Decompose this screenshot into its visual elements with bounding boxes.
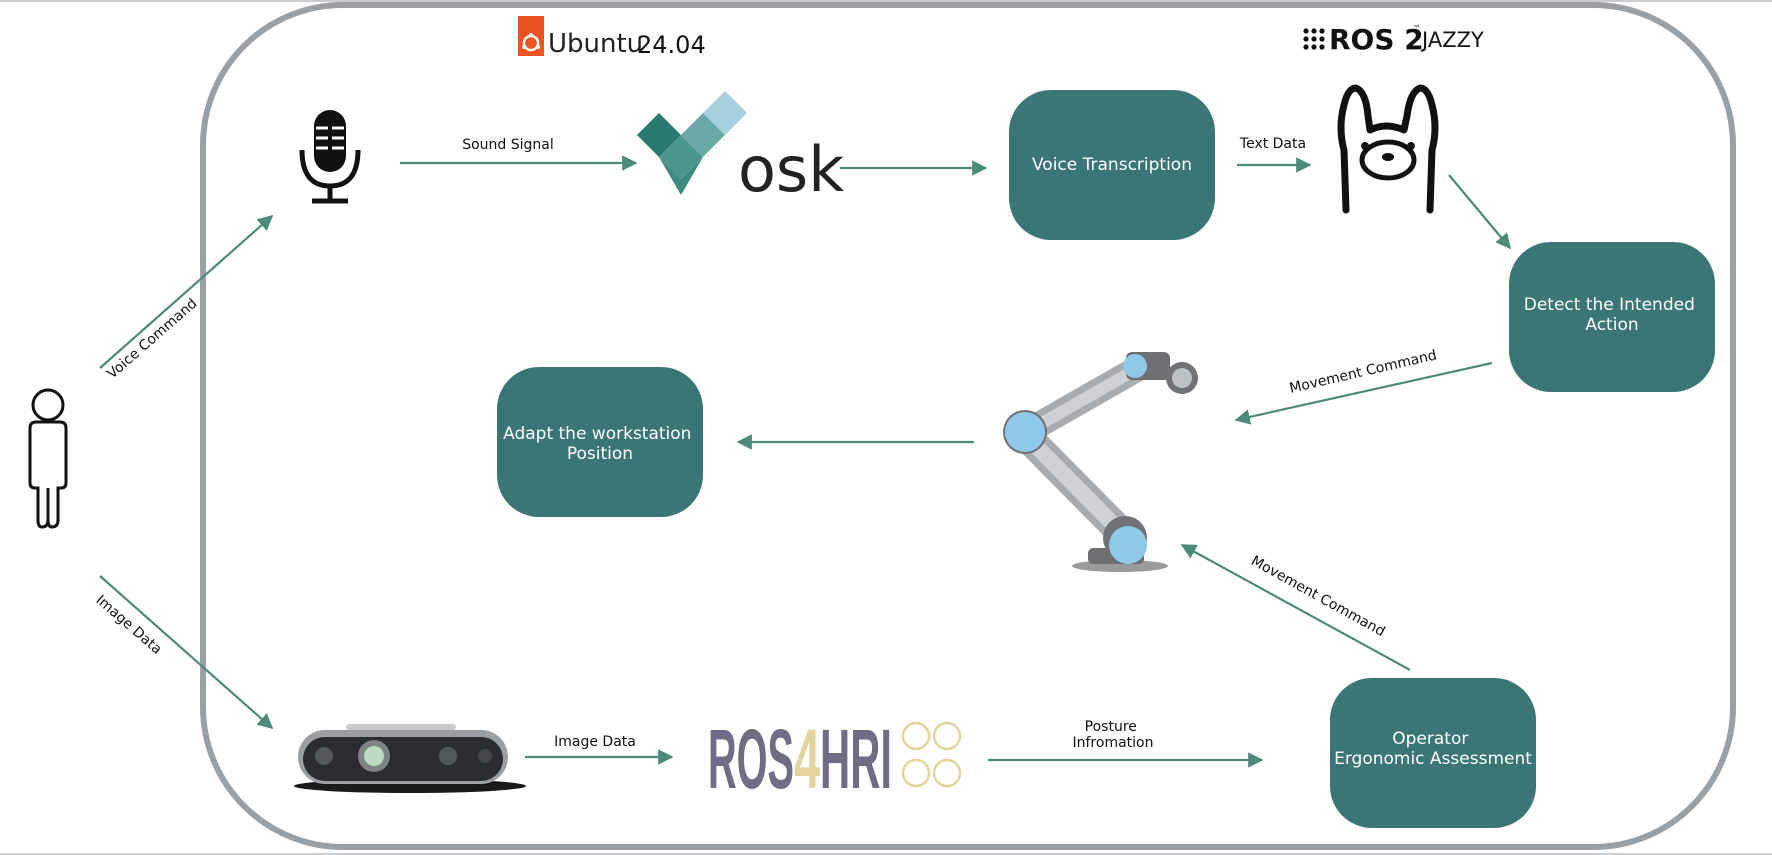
arrow-detect-to-robot (1234, 361, 1493, 425)
ros-name: ROS 2 (1329, 23, 1424, 56)
label-image-data: Image Data (554, 734, 636, 750)
label-text-data: Text Data (1239, 136, 1306, 152)
voice-transcription-label: Voice Transcription (1032, 155, 1192, 175)
ros-trademark: ™ (1413, 24, 1421, 33)
person-icon (28, 388, 68, 529)
adapt-workstation-box: Adapt the workstation Position (497, 367, 703, 517)
ros4hri-left: ROS (708, 712, 794, 806)
ros4hri-four: 4 (794, 712, 820, 806)
system-boundary (200, 2, 1736, 850)
detect-intended-action-box: Detect the Intended Action (1509, 242, 1715, 392)
ubuntu-name: Ubuntu (548, 29, 643, 59)
label-movement-command-top: Movement Command (1288, 347, 1438, 396)
vosk-text: osk (738, 133, 844, 206)
ros-distro: JAZZY (1420, 28, 1484, 52)
ros-dots-icon (1303, 28, 1325, 50)
label-movement-command-bottom: Movement Command (1248, 553, 1387, 640)
arrow-person-to-camera (99, 575, 274, 730)
ros4hri-logo: ROS 4 HRI (708, 712, 962, 806)
ergonomic-assessment-box: Operator Ergonomic Assessment (1330, 678, 1536, 828)
detect-intended-action-label: Detect the Intended Action (1524, 295, 1701, 335)
robot-arm-icon (1003, 352, 1198, 572)
vosk-logo: osk (637, 91, 844, 206)
microphone-icon (299, 110, 361, 204)
voice-transcription-box: Voice Transcription (1009, 90, 1215, 240)
arrow-person-to-mic (99, 214, 274, 369)
ubuntu-logo: Ubuntu 24.04 (518, 16, 706, 59)
ros4hri-circles-icon (901, 721, 962, 788)
arrow-llama-to-detect (1448, 174, 1511, 250)
ollama-llama-icon (1337, 84, 1439, 214)
ergonomic-assessment-label: Operator Ergonomic Assessment (1334, 729, 1532, 769)
label-posture-information: Posture Infromation (1073, 719, 1154, 751)
ros4hri-right: HRI (820, 712, 892, 806)
label-voice-command: Voice Command (104, 296, 200, 383)
adapt-workstation-label: Adapt the workstation Position (503, 424, 697, 464)
depth-camera-icon (294, 724, 526, 793)
ros2-jazzy-logo: ROS 2 ™ JAZZY (1303, 23, 1484, 56)
arrow-ergonomic-to-robot (1180, 544, 1411, 671)
ubuntu-version: 24.04 (637, 31, 706, 59)
label-sound-signal: Sound Signal (462, 137, 554, 153)
